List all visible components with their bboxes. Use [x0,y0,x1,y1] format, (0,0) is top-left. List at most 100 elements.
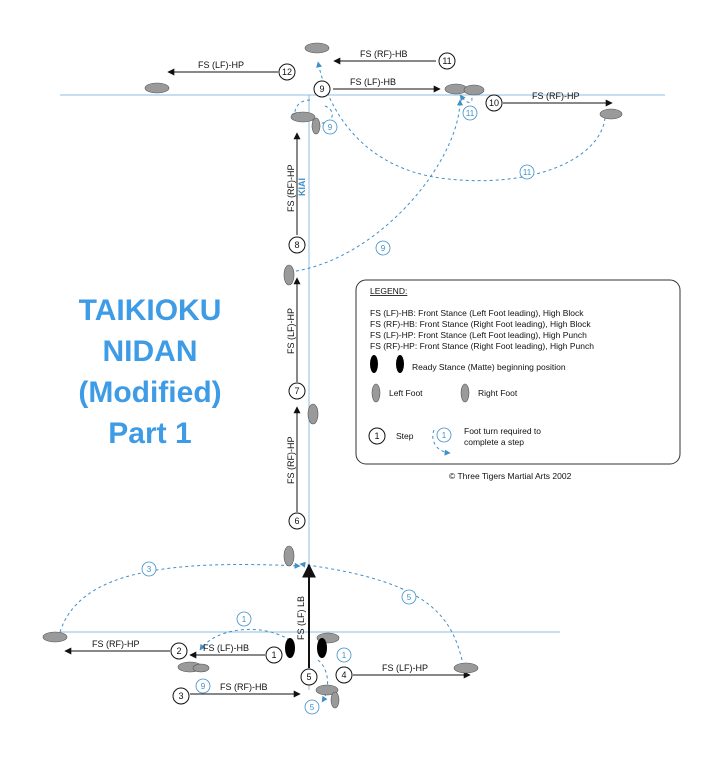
foot-7 [307,403,319,425]
legend-right-foot-text: Right Foot [478,388,518,398]
step-circle-9 [313,80,331,98]
label-step-2: FS (RF)-HP [92,639,140,649]
step-circle-10 [485,94,503,112]
legend-left-foot-text: Left Foot [389,388,423,398]
step-number-2: 2 [176,646,181,656]
foot-9b [311,117,321,135]
foot-10 [599,108,623,120]
legend-line-3: FS (LF)-HP: Front Stance (Left Foot lead… [370,330,587,340]
label-step-12: FS (LF)-HP [198,60,244,70]
step-circle-12 [278,63,296,81]
step-circle-1 [265,646,283,664]
step-circle-11 [438,52,456,70]
step-circle-3 [172,687,190,705]
label-kiai: KIAI [297,178,307,196]
turn-number-3: 3 [147,565,152,574]
turn-circle-9a [322,119,338,135]
turn-number-1b: 1 [342,651,347,660]
turn-circle-3 [141,561,157,577]
step-circle-6 [288,512,306,530]
legend-turn-arrow [432,429,451,456]
turn-circle-11a [462,105,478,121]
turn-path-3 [59,562,301,633]
turn-number-9a: 9 [328,123,333,132]
step-number-10: 10 [489,98,499,108]
turn-path-5 [299,561,463,661]
legend-box: LEGEND: FS (LF)-HB: Front Stance (Left F… [355,279,681,465]
label-step-5: FS (LF) LB [296,596,306,640]
label-step-9: FS (LF)-HB [350,77,396,87]
legend-turn-text-1: Foot turn required to [464,426,541,436]
ready-foot-left [285,638,295,658]
step-number-12: 12 [282,67,292,77]
foot-11a [444,83,468,95]
legend-step-text: Step [396,431,414,441]
step-number-4: 4 [341,670,346,680]
foot-4 [453,662,479,674]
step-circle-2 [170,642,188,660]
step-number-7: 7 [294,386,299,396]
title-line-1: TAIKIOKU [79,294,222,327]
legend-right-foot-icon [460,383,470,403]
legend-ready-right-icon [396,355,404,373]
label-step-6: FS (RF)-HP [286,437,296,485]
legend-line-2: FS (RF)-HB: Front Stance (Right Foot lea… [370,319,591,329]
label-step-11: FS (RF)-HB [360,49,408,59]
label-step-3: FS (RF)-HB [220,682,268,692]
foot-2 [42,631,68,643]
step-circle-8 [288,236,306,254]
turn-number-1a: 1 [242,615,247,624]
turn-path-9a [289,99,463,273]
legend-turn-number: 1 [442,431,447,440]
legend-ready-text: Ready Stance (Matte) beginning position [412,362,566,372]
legend-step-circle [368,427,386,445]
ready-foot-right [317,638,327,658]
step-number-11: 11 [442,56,451,66]
title-line-4: Part 1 [108,417,191,450]
turn-circle-5b [304,699,320,715]
step-number-6: 6 [294,516,299,526]
foot-6 [283,545,295,567]
turn-number-3b: 9 [201,682,206,691]
legend-turn-text-2: complete a step [464,437,524,447]
legend-line-4: FS (RF)-HP: Front Stance (Right Foot lea… [370,341,594,351]
turn-circle-1b [336,647,352,663]
step-number-3: 3 [178,691,183,701]
legend-turn-circle [436,427,452,443]
step-circle-7 [288,382,306,400]
foot-left-12 [144,82,170,94]
foot-3b [192,663,210,673]
step-number-8: 8 [294,240,299,250]
legend-step-number: 1 [374,431,379,441]
turn-number-5a: 5 [407,593,412,602]
turn-circle-9b [375,240,391,256]
turn-circle-1a [236,611,252,627]
legend-heading: LEGEND: [370,286,407,296]
step-circle-4 [335,666,353,684]
turn-path-11 [316,61,606,182]
step-circle-5 [300,668,318,686]
label-step-8: FS (RF)-HP [286,165,296,213]
step-number-5: 5 [306,672,311,682]
foot-5c [330,691,340,709]
title-line-3: (Modified) [78,376,221,409]
turn-path-bottom5 [317,659,328,703]
turn-number-5b: 5 [310,703,315,712]
legend-line-1: FS (LF)-HB: Front Stance (Left Foot lead… [370,308,584,318]
foot-5b [315,684,339,696]
turn-number-11b: 11 [523,168,532,177]
foot-9 [290,111,316,123]
turn-circle-5a [401,589,417,605]
title-line-2: NIDAN [103,335,198,368]
step-number-9: 9 [319,84,324,94]
foot-11b [463,84,485,96]
turn-number-11a: 11 [466,109,475,118]
label-step-10: FS (RF)-HP [532,91,580,101]
label-step-7: FS (LF)-HP [286,308,296,354]
legend-left-foot-icon [371,383,381,403]
turn-circle-11b [519,164,535,180]
turn-circle-3b [195,678,211,694]
step-number-1: 1 [271,650,276,660]
label-step-1: FS (LF)-HB [203,643,249,653]
